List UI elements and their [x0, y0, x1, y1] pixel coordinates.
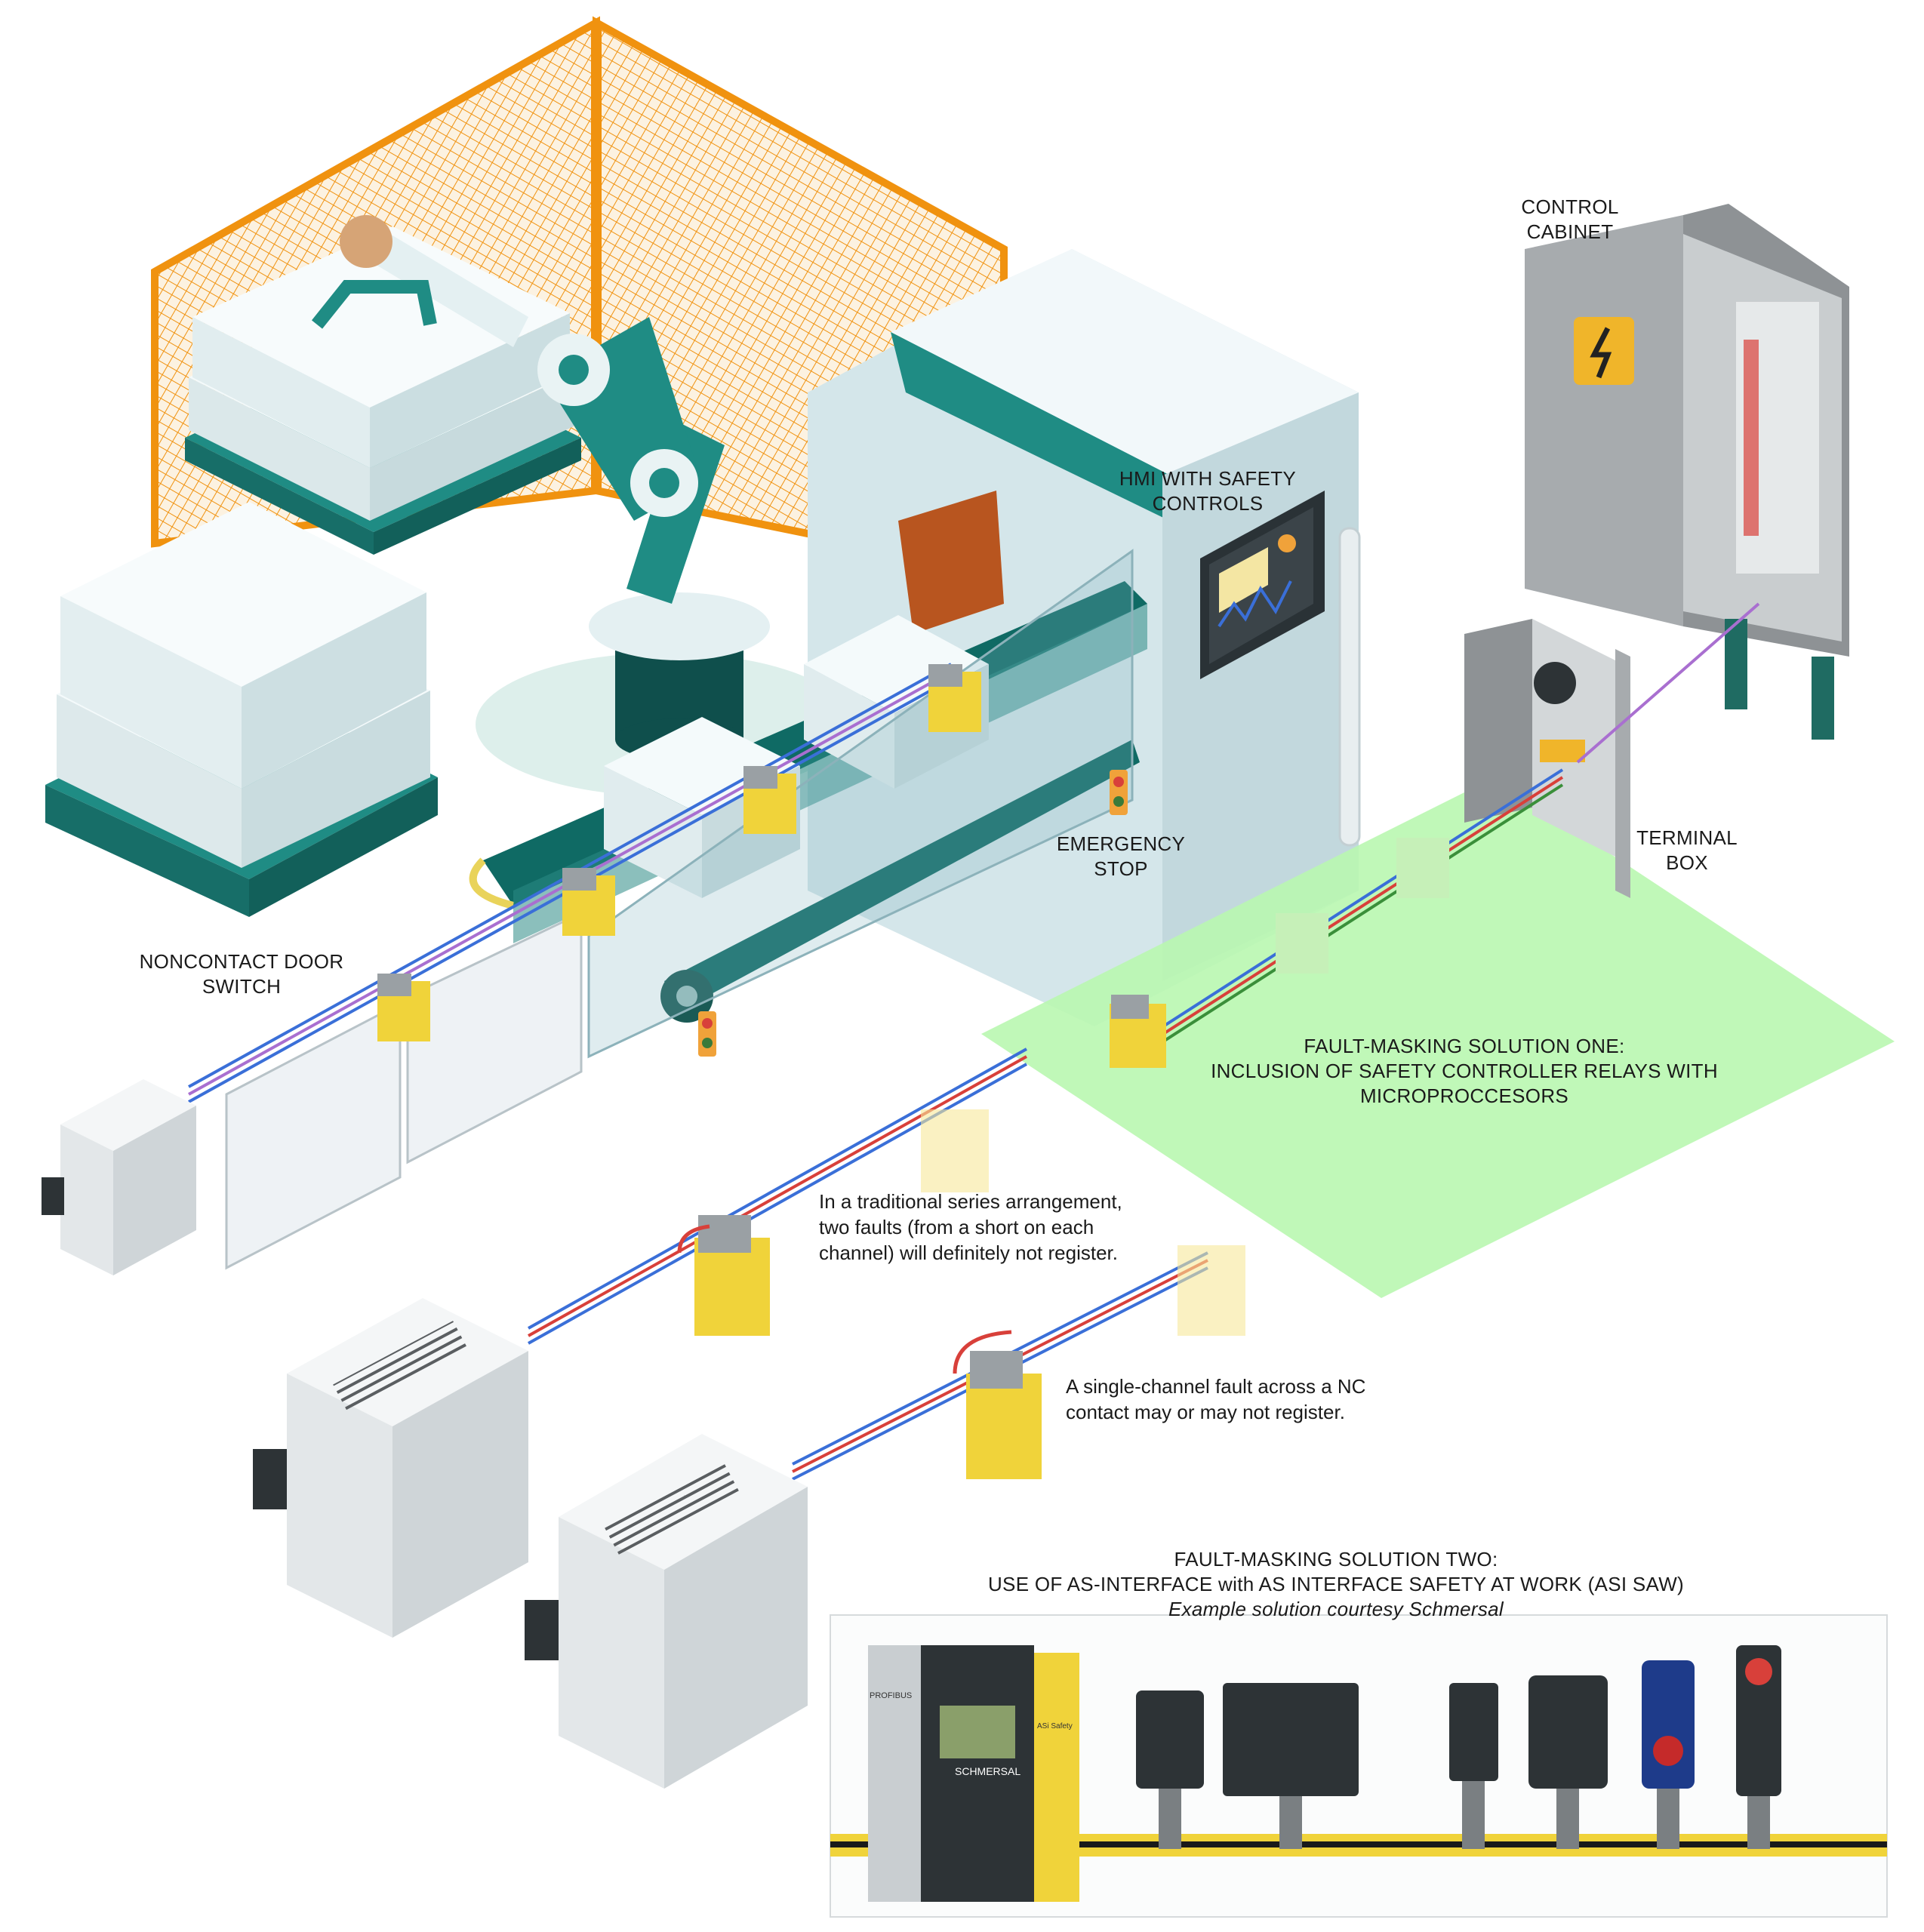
pallet-stack-front — [45, 502, 438, 917]
pallet-stack-rear — [185, 226, 581, 555]
series-note-line1: In a traditional series arrangement, — [819, 1190, 1122, 1213]
hmi-panel — [1200, 491, 1325, 679]
solution-one-label-line1: FAULT-MASKING SOLUTION ONE: — [1304, 1035, 1625, 1057]
safety-controller-a — [253, 1298, 528, 1638]
solution-one-label-line2: INCLUSION OF SAFETY CONTROLLER RELAYS WI… — [1211, 1060, 1718, 1082]
solution-one-zone — [981, 777, 1895, 1298]
single-channel-note-line1: A single-channel fault across a NC — [1066, 1375, 1366, 1398]
control-cabinet — [1525, 204, 1849, 740]
door-switch-label: NONCONTACT DOOR SWITCH — [121, 949, 362, 999]
control-cabinet-label-line1: CONTROL — [1521, 195, 1619, 218]
terminal-box — [1464, 619, 1630, 898]
door-switch-label-line1: NONCONTACT DOOR — [139, 950, 344, 973]
safety-relay-small — [42, 1079, 196, 1275]
control-cabinet-label-line2: CABINET — [1526, 220, 1614, 243]
hmi-label-line2: CONTROLS — [1152, 492, 1264, 515]
series-arrangement — [528, 1048, 1027, 1345]
solution-two-label: FAULT-MASKING SOLUTION TWO: USE OF AS-IN… — [906, 1547, 1766, 1622]
cabinet-wiring — [1138, 602, 1760, 1058]
product-profibus-text: PROFIBUS — [870, 1691, 912, 1700]
glass-guards — [225, 549, 1134, 1270]
series-note: In a traditional series arrangement, two… — [819, 1189, 1227, 1266]
solution-two-label-line1: FAULT-MASKING SOLUTION TWO: — [1174, 1548, 1498, 1571]
door-switches — [377, 664, 981, 1041]
solution-one-label-line3: MICROPROCCESORS — [1359, 1084, 1569, 1107]
emergency-stop-indicators — [698, 770, 1128, 1057]
solution-two-label-line2: USE OF AS-INTERFACE with AS INTERFACE SA… — [987, 1573, 1685, 1595]
single-channel-note-line2: contact may or may not register. — [1066, 1401, 1345, 1423]
series-note-line2: two faults (from a short on each — [819, 1216, 1094, 1238]
safety-sensors — [1136, 1645, 1781, 1849]
single-channel-arrangement — [792, 1245, 1245, 1481]
safety-controller-b — [525, 1434, 808, 1789]
hmi-label-line1: HMI WITH SAFETY — [1119, 467, 1297, 490]
emergency-stop-label: EMERGENCY STOP — [1034, 832, 1208, 881]
terminal-box-label-line2: BOX — [1666, 851, 1708, 874]
solution-one-label: FAULT-MASKING SOLUTION ONE: INCLUSION OF… — [1177, 1034, 1751, 1109]
schmersal-product-strip: SCHMERSAL PROFIBUS ASi Safety — [830, 1614, 1888, 1918]
door-switch-label-line2: SWITCH — [202, 975, 282, 998]
zone-door-switch — [1110, 838, 1449, 1068]
single-channel-note: A single-channel fault across a NC conta… — [1066, 1374, 1458, 1425]
emergency-stop-label-line2: STOP — [1094, 857, 1148, 880]
as-i-safety-monitor — [868, 1645, 1079, 1902]
product-module-text: ASi Safety — [1037, 1722, 1073, 1730]
courtesy-credit: Example solution courtesy Schmersal — [1168, 1598, 1504, 1620]
terminal-box-label-line1: TERMINAL — [1636, 826, 1738, 849]
emergency-stop-label-line1: EMERGENCY — [1056, 832, 1186, 855]
series-note-line3: channel) will definitely not register. — [819, 1241, 1118, 1264]
control-cabinet-label: CONTROL CABINET — [1510, 195, 1630, 245]
hmi-label: HMI WITH SAFETY CONTROLS — [1110, 466, 1306, 516]
terminal-box-label: TERMINAL BOX — [1623, 826, 1751, 875]
product-brand-text: SCHMERSAL — [955, 1765, 1020, 1777]
